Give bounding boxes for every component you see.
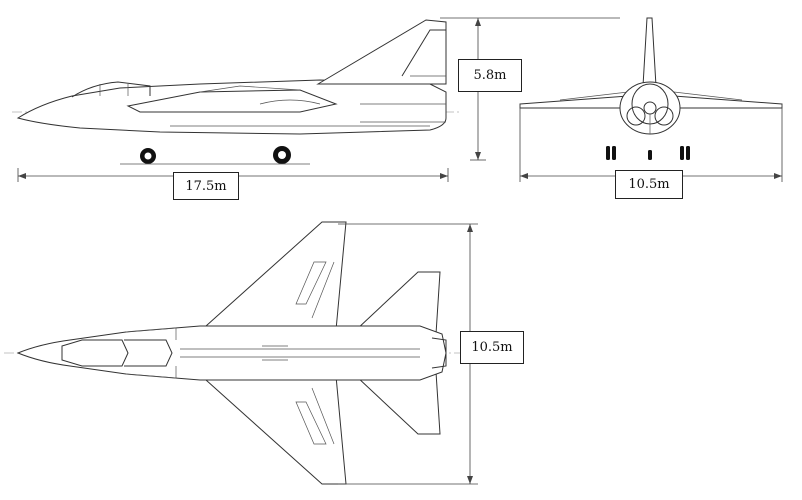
height-label: 5.8m — [458, 59, 522, 92]
length-label: 17.5m — [173, 172, 239, 200]
front-view — [519, 17, 783, 160]
top-view — [4, 221, 470, 485]
front-span-label: 10.5m — [615, 170, 683, 199]
side-view — [12, 19, 460, 165]
top-span-label: 10.5m — [460, 331, 524, 364]
